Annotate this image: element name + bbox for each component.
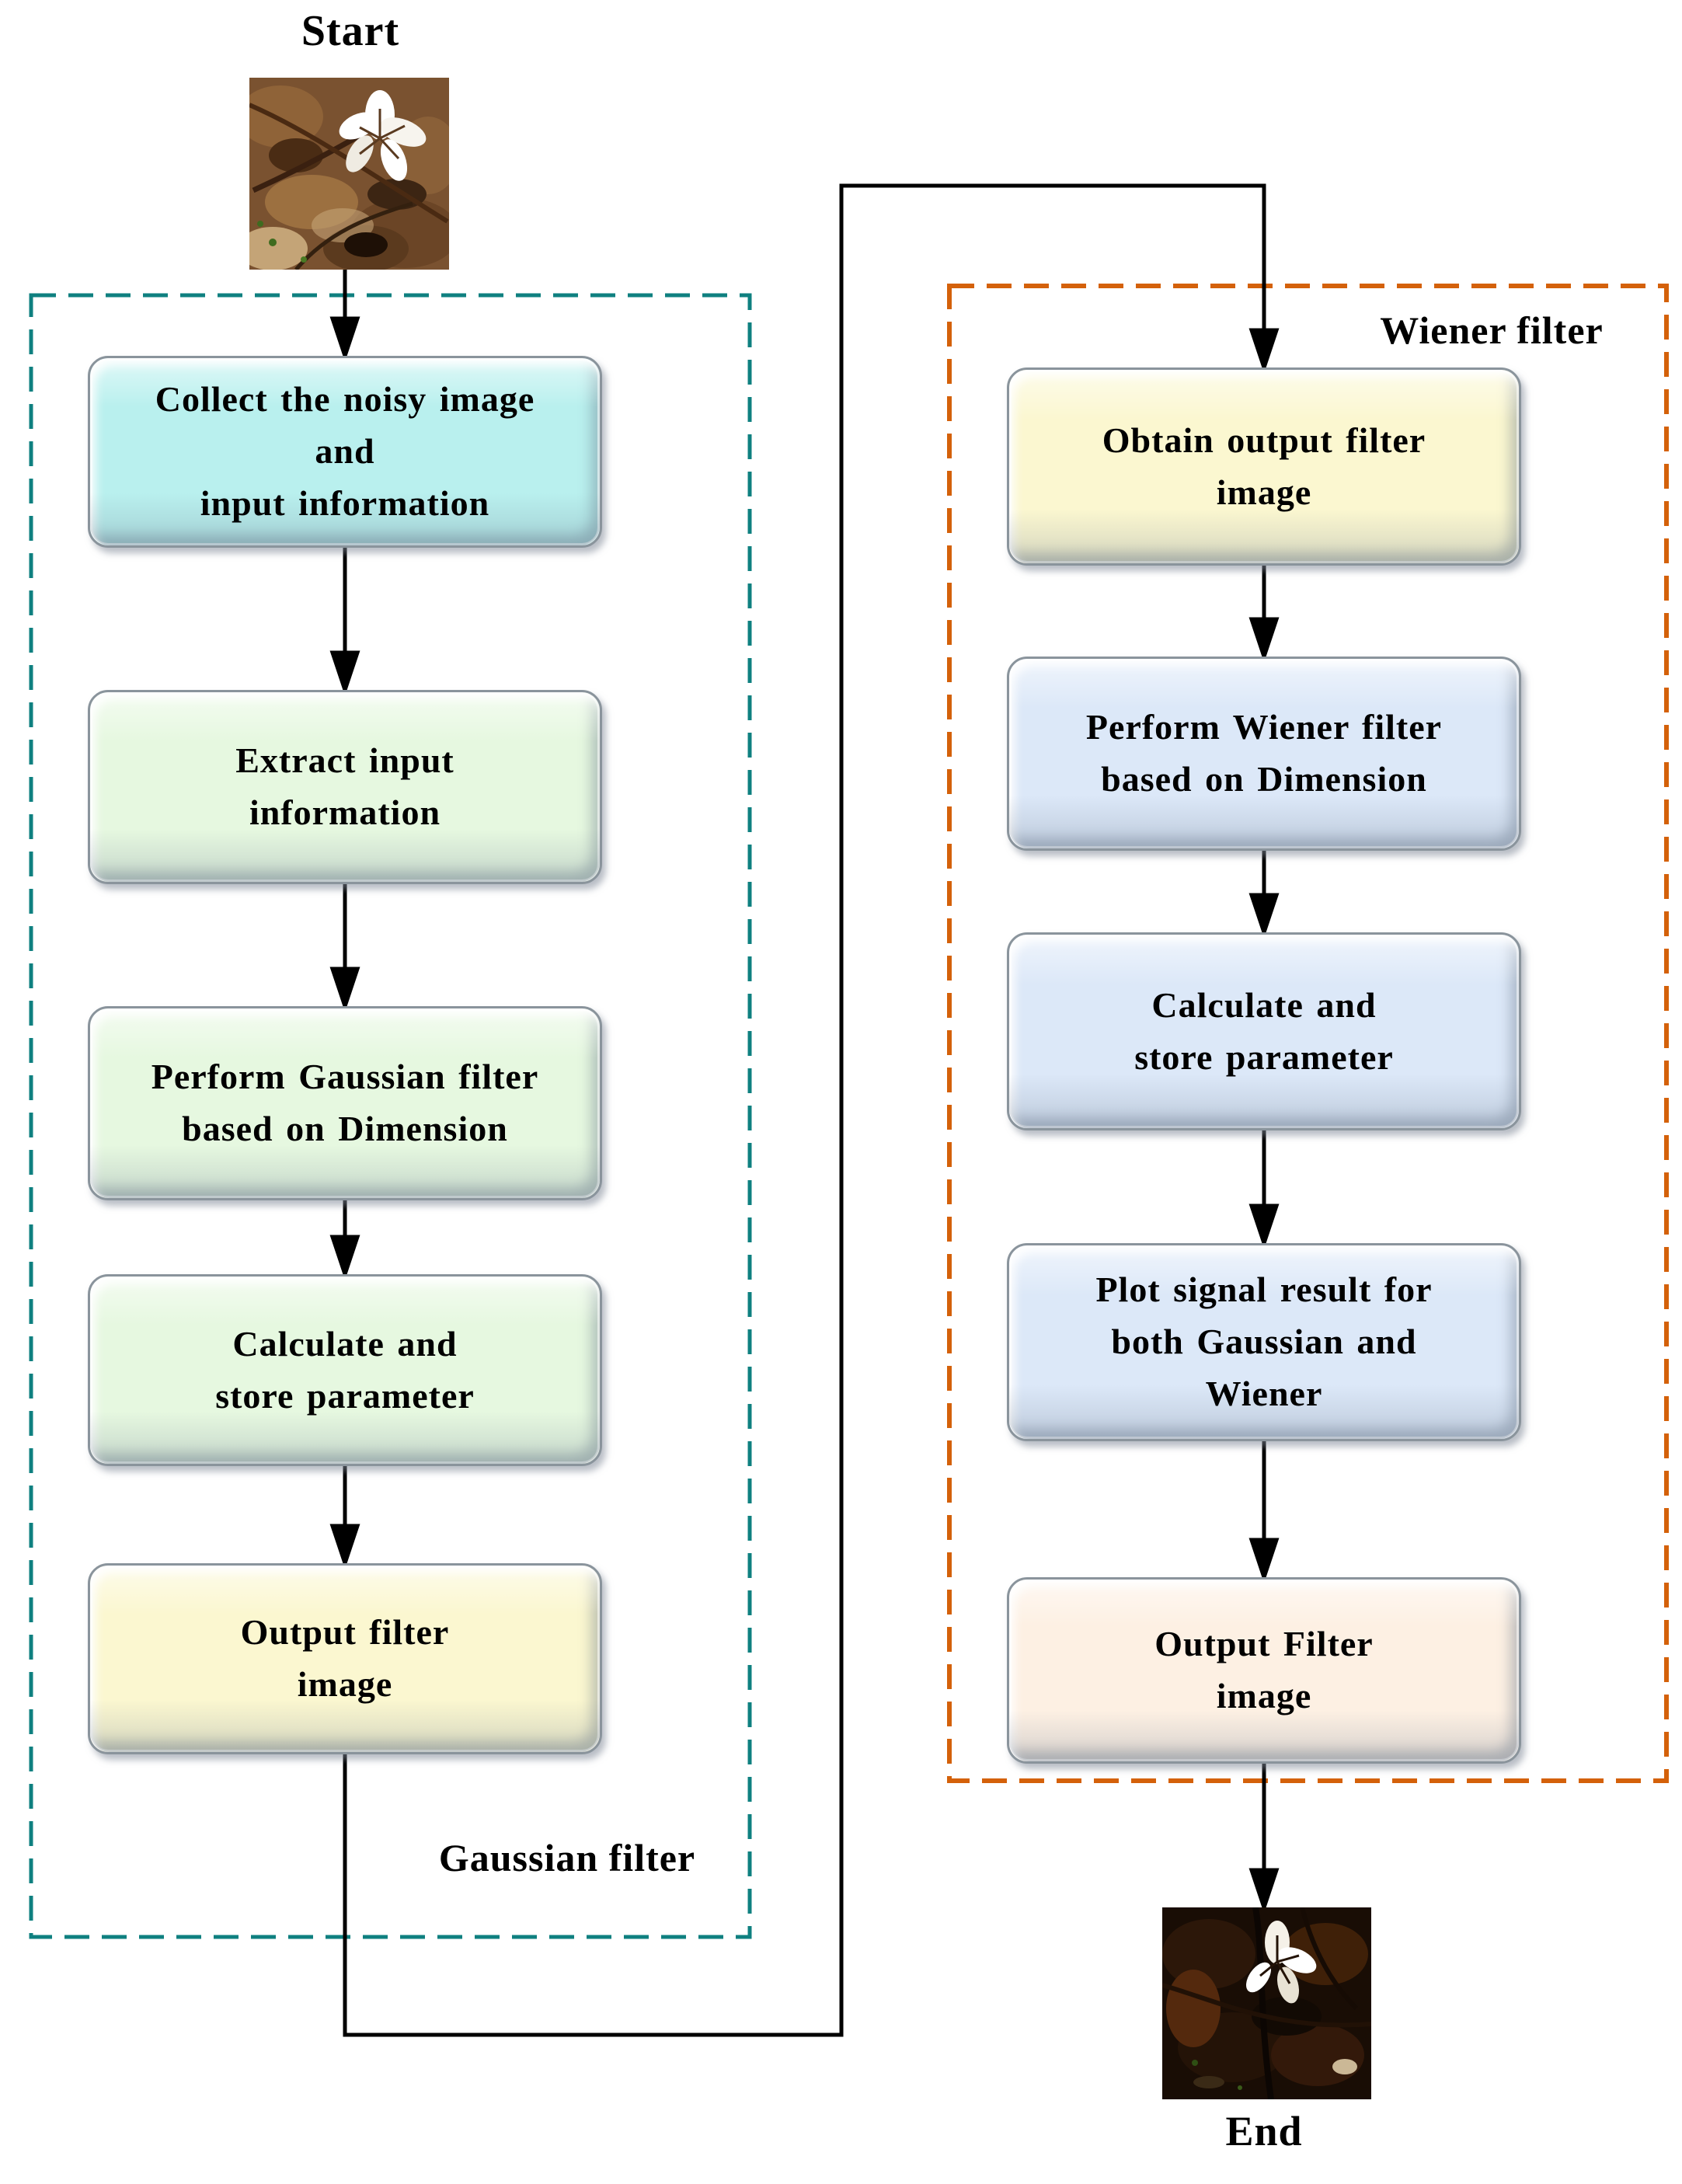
- arrow-calc-to-output: [329, 1466, 360, 1569]
- step-plot-signal-label: Plot signal result for both Gaussian and…: [1095, 1270, 1433, 1413]
- end-filtered-image: [1162, 1907, 1371, 2099]
- step-perform-wiener-label: Perform Wiener filter based on Dimension: [1085, 707, 1443, 799]
- start-label: Start: [301, 7, 400, 55]
- step-output-filter-gaussian-label: Output filter image: [240, 1612, 450, 1704]
- step-plot-signal: Plot signal result for both Gaussian and…: [1007, 1243, 1521, 1441]
- wiener-section-label: Wiener filter: [1380, 308, 1604, 352]
- gaussian-section-label: Gaussian filter: [438, 1836, 696, 1879]
- step-calculate-store-wiener: Calculate and store parameter: [1007, 932, 1521, 1130]
- connector-gaussian-to-wiener: [343, 183, 1280, 2037]
- arrow-collect-to-extract: [329, 548, 360, 696]
- step-perform-gaussian: Perform Gaussian filter based on Dimensi…: [88, 1006, 602, 1200]
- gaussian-section-border: [29, 293, 752, 1939]
- step-calculate-store-wiener-label: Calculate and store parameter: [1134, 984, 1394, 1077]
- arrow-obtain-to-wienerfilter: [1248, 566, 1280, 663]
- arrow-start-to-collect: [329, 270, 360, 362]
- step-output-filter-gaussian: Output filter image: [88, 1563, 602, 1754]
- step-obtain-output: Obtain output filter image: [1007, 367, 1521, 566]
- step-obtain-output-label: Obtain output filter image: [1102, 420, 1426, 512]
- step-perform-gaussian-label: Perform Gaussian filter based on Dimensi…: [151, 1057, 539, 1148]
- step-collect-noisy-image-label: Collect the noisy image and input inform…: [155, 379, 535, 523]
- arrow-output-to-end: [1248, 1764, 1280, 1914]
- cotton-boll: [1246, 1921, 1317, 2004]
- arrow-plot-to-output: [1248, 1441, 1280, 1583]
- cotton-photo-end-icon: [1162, 1907, 1371, 2099]
- arrow-extract-to-gaussian: [329, 884, 360, 1012]
- step-extract-input: Extract input information: [88, 690, 602, 884]
- step-calculate-store-gaussian-label: Calculate and store parameter: [215, 1323, 475, 1416]
- cotton-boll: [339, 90, 427, 181]
- step-output-filter-wiener-label: Output Filter image: [1154, 1624, 1374, 1716]
- wiener-section-border: [947, 284, 1669, 1783]
- step-output-filter-wiener: Output Filter image: [1007, 1577, 1521, 1764]
- step-extract-input-label: Extract input information: [235, 740, 454, 832]
- step-calculate-store-gaussian: Calculate and store parameter: [88, 1274, 602, 1466]
- step-perform-wiener: Perform Wiener filter based on Dimension: [1007, 657, 1521, 851]
- end-label: End: [1225, 2108, 1303, 2154]
- cotton-photo-start-icon: [249, 78, 449, 270]
- arrow-wienerfilter-to-calc: [1248, 851, 1280, 939]
- arrow-gaussian-to-calc: [329, 1200, 360, 1280]
- arrow-calc-to-plot: [1248, 1130, 1280, 1249]
- step-collect-noisy-image: Collect the noisy image and input inform…: [88, 356, 602, 548]
- start-noisy-image: [249, 78, 449, 270]
